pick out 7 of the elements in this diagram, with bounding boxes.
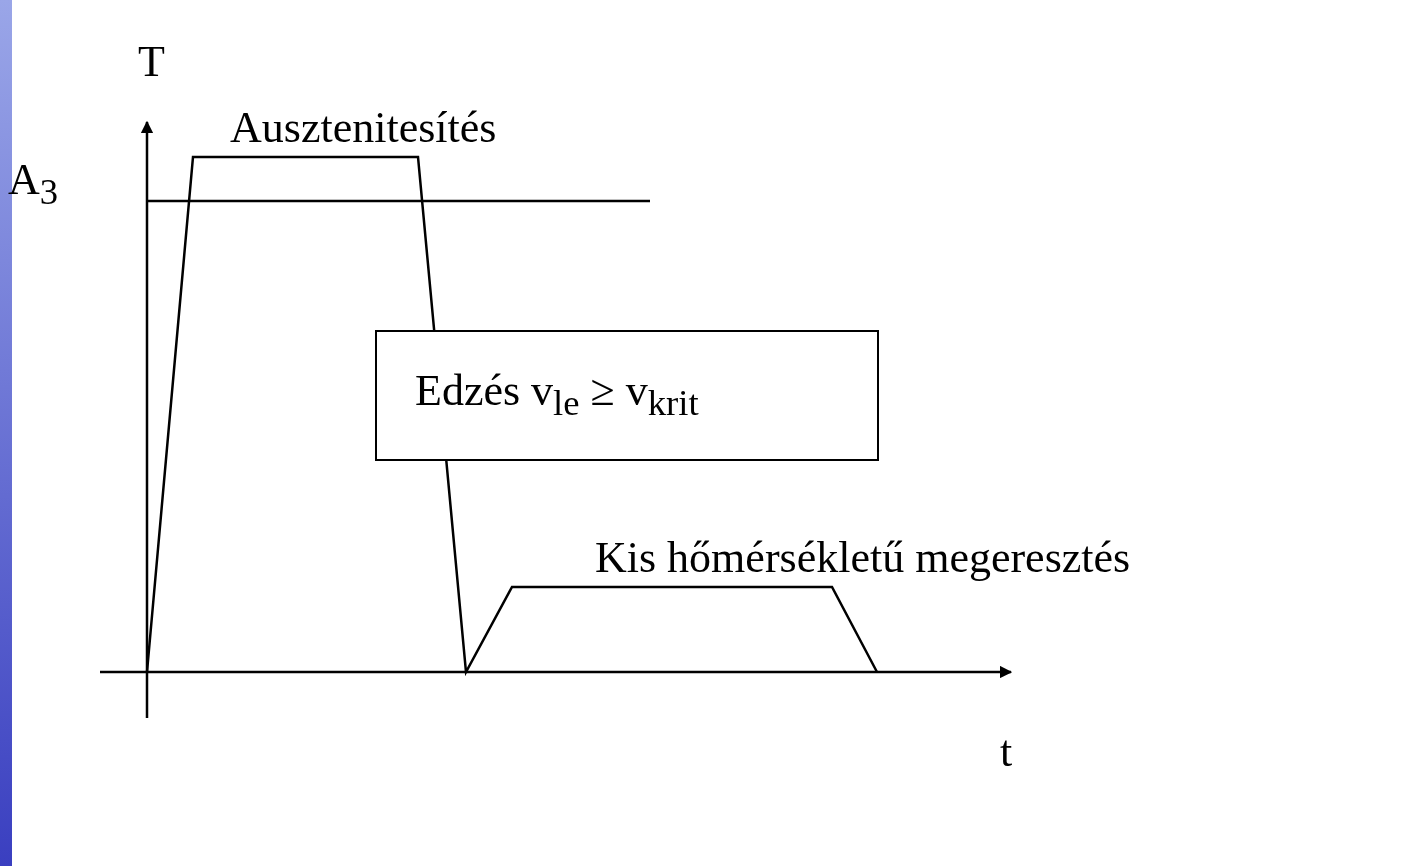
axis-label: t <box>1000 730 1013 774</box>
phase-label: Kis hőmérsékletű megeresztés <box>595 536 1131 580</box>
box-text: Edzés v$_{le}$ ≥ v$_{krit}$ <box>415 369 699 422</box>
axis-label: A$_{3}$ <box>8 158 59 211</box>
phase-label: Ausztenitesítés <box>230 106 497 150</box>
process-box <box>375 330 879 461</box>
axis-label: T <box>138 40 165 84</box>
